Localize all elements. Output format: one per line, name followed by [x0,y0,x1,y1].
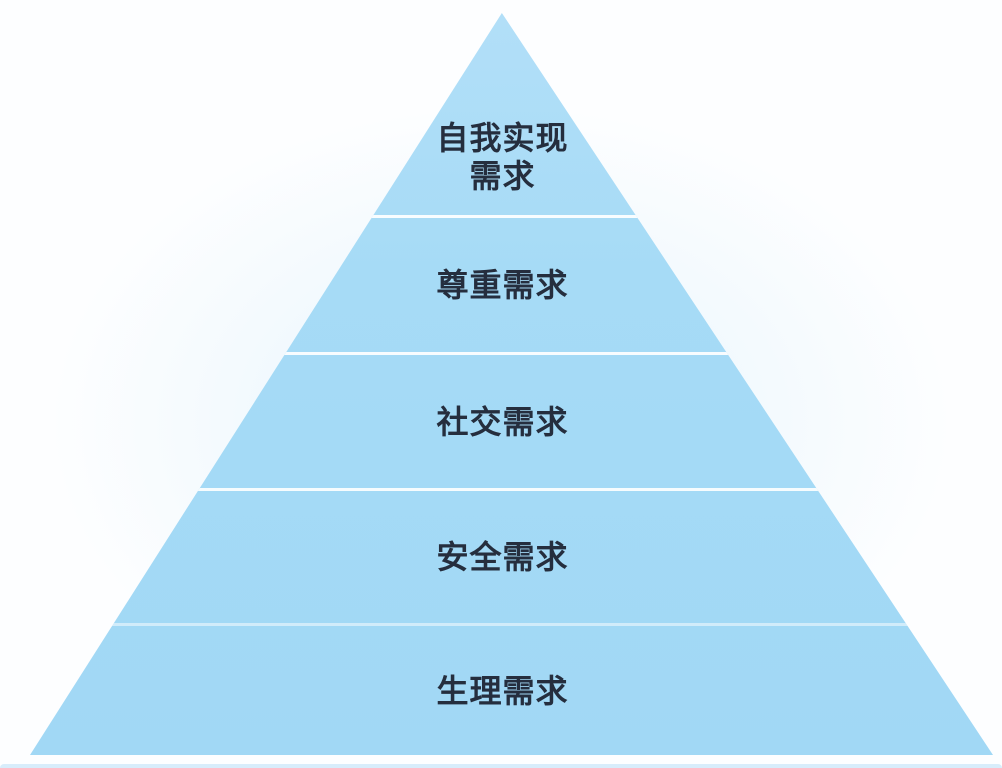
level-label: 安全需求 [436,538,568,576]
bottom-border-strip [0,764,1002,768]
pyramid-level-safety: 安全需求 [30,488,993,623]
pyramid-level-physiological: 生理需求 [30,623,993,755]
level-label-line: 自我实现 [436,119,569,156]
pyramid-level-esteem: 尊重需求 [30,215,993,352]
level-label-line: 安全需求 [436,539,569,575]
level-label-line: 需求 [469,157,536,194]
pyramid-level-social: 社交需求 [30,352,993,488]
level-label: 尊重需求 [436,266,568,304]
level-label-line: 生理需求 [436,672,569,709]
level-label: 社交需求 [436,403,568,441]
level-label-line: 尊重需求 [436,267,569,303]
level-label: 自我实现 需求 [436,119,568,195]
level-label: 生理需求 [436,672,568,710]
level-label-line: 社交需求 [436,403,569,440]
pyramid-level-self-actualization: 自我实现 需求 [30,13,993,215]
